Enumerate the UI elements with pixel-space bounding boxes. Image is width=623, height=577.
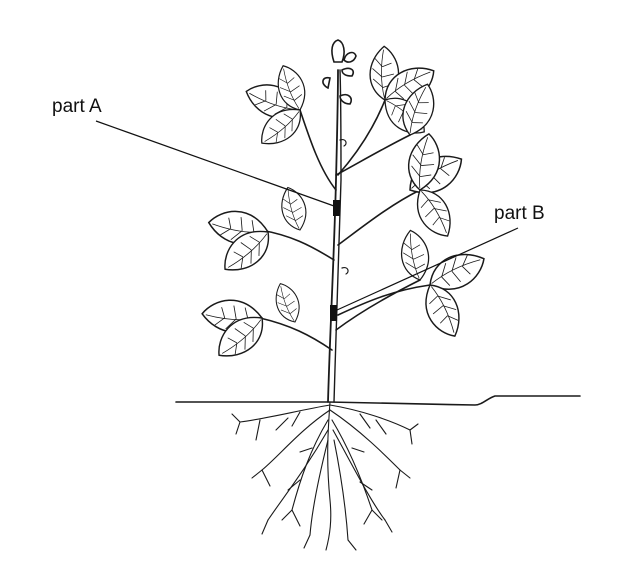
branches: [259, 99, 431, 351]
part-a-pointer: [95, 120, 335, 207]
leaf: [272, 280, 303, 326]
part-a-label: part A: [52, 96, 102, 117]
ground-line: [175, 395, 581, 406]
main-stem: [327, 69, 339, 403]
apical-bud: [322, 39, 357, 105]
part-b-pointer: [336, 227, 519, 311]
part-a-marker: [333, 200, 340, 216]
root-system: [231, 401, 419, 551]
leaf: [400, 229, 430, 281]
part-b-label: part B: [494, 203, 545, 224]
part-b-marker: [330, 305, 337, 321]
leaf: [279, 185, 309, 232]
